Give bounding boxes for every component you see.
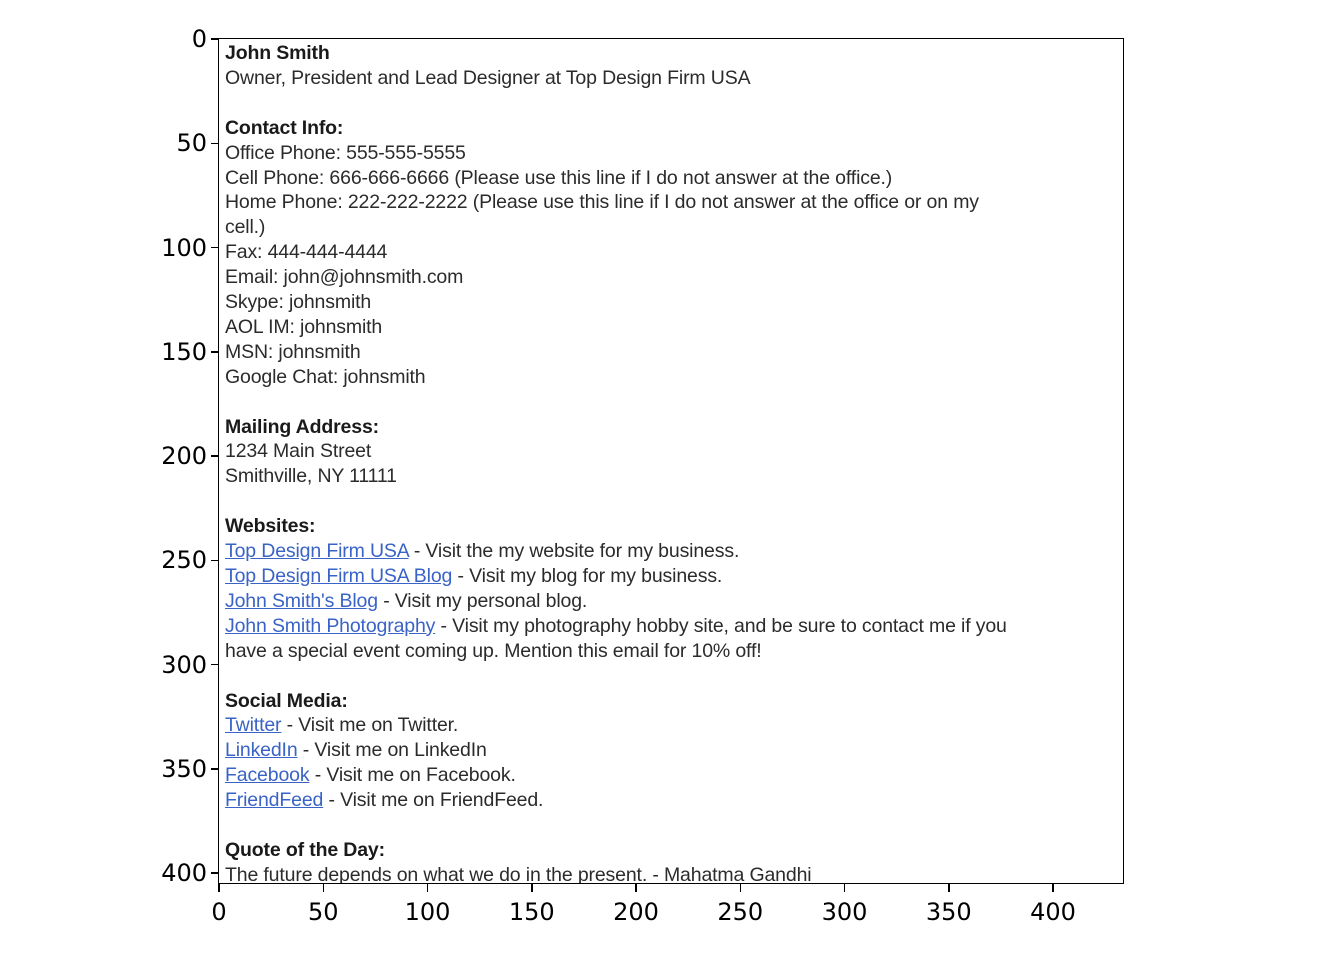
social-description: - Visit me on Facebook. (309, 764, 516, 787)
x-tick-mark (635, 884, 637, 892)
signature-title: Owner, President and Lead Designer at To… (225, 66, 751, 89)
x-tick-label: 0 (211, 898, 227, 926)
website-description: - Visit my personal blog. (377, 589, 588, 612)
x-tick-label: 250 (717, 898, 764, 926)
y-tick-label: 100 (161, 233, 207, 262)
y-tick-label: 150 (161, 337, 207, 366)
social-item: Facebook - Visit me on Facebook. (225, 763, 1123, 788)
x-tick-label: 300 (821, 898, 868, 926)
social-link[interactable]: LinkedIn (225, 739, 298, 762)
website-description: - Visit the my website for my business. (408, 540, 740, 563)
y-tick-mark (211, 351, 219, 353)
social-link[interactable]: Twitter (225, 714, 282, 737)
skype: Skype: johnsmith (225, 291, 372, 314)
fax: Fax: 444-444-4444 (225, 241, 388, 264)
x-tick-mark (218, 884, 220, 892)
social-item: LinkedIn - Visit me on LinkedIn (225, 738, 1123, 763)
y-tick-mark (211, 246, 219, 249)
website-description: - Visit my blog for my business. (452, 564, 723, 587)
signature-name: John Smith (225, 42, 330, 64)
office-phone: Office Phone: 555-555-5555 (225, 141, 466, 164)
y-tick-label: 350 (161, 754, 207, 783)
x-tick-mark (948, 884, 950, 892)
city-state-zip: Smithville, NY 11111 (225, 465, 397, 488)
quote-text: The future depends on what we do in the … (225, 863, 812, 884)
x-tick-label: 50 (307, 898, 339, 926)
website-item: Top Design Firm USA - Visit the my websi… (225, 539, 1123, 564)
quote-heading: Quote of the Day: (225, 838, 385, 861)
spacer (225, 489, 1123, 514)
x-tick-label: 200 (613, 898, 659, 926)
aol-im: AOL IM: johnsmith (225, 315, 383, 338)
mailing-heading: Mailing Address: (225, 415, 379, 438)
websites-heading: Websites: (225, 515, 316, 538)
website-continuation: have a special event coming up. Mention … (225, 639, 762, 662)
email-signature: John Smith Owner, President and Lead Des… (225, 41, 1123, 884)
y-tick-label: 300 (161, 650, 207, 679)
google-chat: Google Chat: johnsmith (225, 365, 426, 388)
y-tick-mark (211, 872, 219, 874)
website-link[interactable]: John Smith's Blog (225, 589, 378, 612)
social-item: FriendFeed - Visit me on FriendFeed. (225, 788, 1123, 813)
x-tick-label: 400 (1030, 898, 1076, 926)
y-tick-mark (211, 559, 219, 561)
x-tick-label: 150 (508, 898, 555, 926)
website-description: - Visit my photography hobby site, and b… (435, 614, 1007, 637)
social-link[interactable]: FriendFeed (225, 789, 324, 812)
website-link[interactable]: Top Design Firm USA Blog (225, 564, 453, 587)
y-tick-mark (211, 663, 219, 666)
y-tick-label: 250 (161, 546, 207, 575)
social-description: - Visit me on Twitter. (281, 714, 459, 737)
website-item: John Smith Photography - Visit my photog… (225, 614, 1123, 639)
spacer (225, 664, 1123, 689)
y-tick-mark (211, 768, 219, 770)
x-tick-mark (843, 884, 846, 892)
street-address: 1234 Main Street (225, 440, 372, 463)
email: Email: john@johnsmith.com (225, 266, 464, 289)
x-tick-mark (531, 884, 533, 892)
social-item: Twitter - Visit me on Twitter. (225, 713, 1123, 738)
website-link[interactable]: John Smith Photography (225, 614, 436, 637)
home-phone-continuation: cell.) (225, 216, 266, 239)
website-link[interactable]: Top Design Firm USA (225, 540, 409, 563)
website-item: John Smith's Blog - Visit my personal bl… (225, 589, 1123, 614)
y-tick-label: 400 (161, 859, 207, 887)
y-tick-mark (211, 38, 219, 40)
website-item: Top Design Firm USA Blog - Visit my blog… (225, 564, 1123, 589)
y-tick-label: 0 (191, 25, 207, 53)
cell-phone: Cell Phone: 666-666-6666 (Please use thi… (225, 166, 893, 189)
x-tick-mark (426, 884, 429, 892)
y-tick-mark (211, 455, 219, 457)
social-heading: Social Media: (225, 689, 348, 712)
social-description: - Visit me on LinkedIn (297, 739, 487, 762)
y-tick-mark (211, 142, 219, 144)
spacer (225, 91, 1123, 116)
social-link[interactable]: Facebook (225, 764, 310, 787)
x-tick-label: 100 (404, 898, 451, 926)
y-tick-label: 50 (176, 129, 207, 158)
social-description: - Visit me on FriendFeed. (323, 789, 544, 812)
x-tick-mark (322, 884, 324, 892)
x-tick-mark (1052, 884, 1054, 892)
image-frame: John Smith Owner, President and Lead Des… (218, 38, 1124, 884)
x-tick-mark (739, 884, 741, 892)
spacer (225, 390, 1123, 415)
spacer (225, 813, 1123, 838)
y-tick-label: 200 (161, 442, 207, 470)
home-phone: Home Phone: 222-222-2222 (Please use thi… (225, 191, 979, 214)
contact-heading: Contact Info: (225, 116, 344, 139)
x-tick-label: 350 (925, 898, 972, 926)
msn: MSN: johnsmith (225, 340, 361, 363)
